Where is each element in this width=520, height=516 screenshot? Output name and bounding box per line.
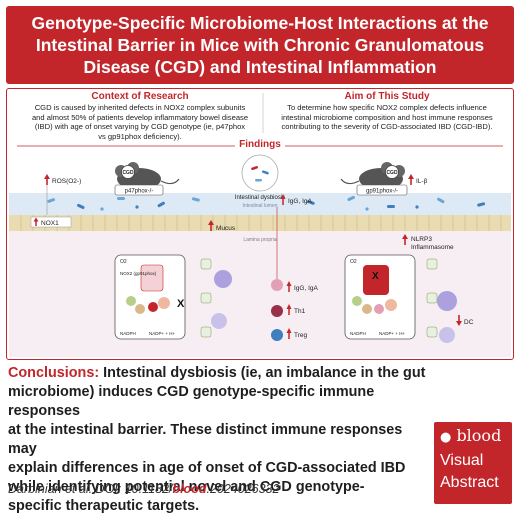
th1-up-arrow bbox=[286, 304, 292, 315]
title-line: Genotype-Specific Microbiome-Host Intera… bbox=[31, 13, 489, 33]
conclusion-line: at the intestinal barrier. These distinc… bbox=[8, 422, 403, 457]
nadph-label-left: NADPH bbox=[120, 331, 136, 336]
citation-suffix: .2024026332 bbox=[206, 482, 280, 496]
dysbiosis-icon bbox=[241, 154, 279, 192]
plasma-cell bbox=[271, 279, 283, 291]
context-line: CGD is caused by inherited defects in NO… bbox=[34, 103, 246, 112]
treg-up-arrow bbox=[286, 328, 292, 339]
igg-top-arrow bbox=[280, 194, 286, 205]
title-line: Disease (CGD) and Intestinal Inflammatio… bbox=[83, 57, 437, 77]
context-line: (IBD) with age of onset varying by CGD g… bbox=[34, 122, 246, 132]
conclusion: Conclusions: Intestinal dysbiosis (ie, a… bbox=[8, 364, 428, 516]
dc-label: DC bbox=[464, 319, 474, 326]
nadp-label-right: NADP+ + H+ bbox=[379, 331, 406, 336]
th1-label: Th1 bbox=[294, 308, 306, 315]
mouse-left: CGD bbox=[115, 162, 180, 190]
mouse-right: CGD bbox=[340, 162, 405, 190]
conclusion-lead: Conclusions: bbox=[8, 365, 100, 381]
context-line: and almost 50% of patients develop infla… bbox=[31, 112, 249, 122]
nox1-up-arrow bbox=[33, 217, 39, 226]
dysbiosis-label: Intestinal dysbiosis bbox=[235, 195, 285, 201]
citation-prefix: Darbinian et al. DOI: 10.1182/ bbox=[8, 482, 173, 496]
badge-line-2: Visual bbox=[440, 452, 484, 469]
page-title: Genotype-Specific Microbiome-Host Intera… bbox=[16, 12, 504, 78]
igg-iga-top-label: IgG, IgA bbox=[288, 198, 313, 205]
conclusion-line: explain differences in age of onset of C… bbox=[8, 460, 406, 476]
citation[interactable]: Darbinian et al. DOI: 10.1182/blood.2024… bbox=[8, 482, 279, 496]
mouse-right-label-box bbox=[356, 184, 408, 196]
nadp-label-left: NADP+ + H+ bbox=[149, 331, 176, 336]
blocked-x-right: X bbox=[372, 271, 379, 282]
aim-line: To determine how specific NOX2 complex d… bbox=[287, 103, 487, 112]
dendritic-cell bbox=[437, 291, 457, 311]
aim-section: Aim of This Study To determine how speci… bbox=[269, 91, 505, 132]
immune-cell-icons-right bbox=[426, 258, 455, 343]
nox2-box-left: X bbox=[114, 254, 186, 340]
il-beta-label: IL-β bbox=[416, 178, 428, 185]
context-line: vs gp91phox deficiency). bbox=[98, 131, 182, 141]
conclusion-line: Intestinal dysbiosis (ie, an imbalance i… bbox=[99, 365, 426, 381]
blood-drop-icon: ● bbox=[440, 430, 452, 445]
mouse-left-tag: CGD bbox=[122, 170, 134, 176]
bacteria bbox=[47, 195, 486, 211]
mouse-left-label: p47phox-/- bbox=[125, 189, 154, 195]
ros-label: ROS(O2-) bbox=[52, 178, 81, 185]
conclusion-line: specific therapeutic targets. bbox=[8, 498, 200, 514]
mucus-up-arrow bbox=[208, 220, 214, 231]
title-banner: Genotype-Specific Microbiome-Host Intera… bbox=[6, 6, 514, 84]
mouse-right-label: gp91phox-/- bbox=[366, 189, 398, 195]
mucus-label: Mucus bbox=[216, 225, 236, 232]
ros-up-arrow bbox=[44, 174, 50, 185]
lumen-label: Intestinal lumen bbox=[242, 203, 277, 209]
nox2-box-right: X bbox=[344, 254, 416, 340]
treg-label: Treg bbox=[294, 332, 308, 339]
igg-mid-arrow bbox=[286, 281, 292, 292]
nox1-label: NOX1 bbox=[41, 220, 59, 227]
badge-line-1: blood bbox=[456, 426, 502, 445]
nadph-label-right: NADPH bbox=[350, 331, 366, 336]
inflammasome-label: Inflammasome bbox=[411, 244, 454, 251]
context-heading: Context of Research bbox=[91, 91, 189, 102]
conclusion-line: microbiome) induces CGD genotype-specifi… bbox=[8, 384, 375, 419]
lamina-label: Lamina propria bbox=[243, 237, 277, 243]
epithelial-cells bbox=[20, 215, 502, 231]
intestinal-lumen bbox=[9, 193, 511, 215]
mouse-right-tag: CGD bbox=[386, 170, 398, 176]
mouse-left-label-box bbox=[114, 184, 164, 196]
blood-logo: ● blood bbox=[440, 426, 501, 445]
nlrp3-up-arrow bbox=[402, 234, 408, 245]
title-line: Intestinal Barrier in Mice with Chronic … bbox=[35, 35, 485, 55]
conclusion-line: while identifying potential novel and CG… bbox=[8, 479, 365, 495]
content-panel: Intestinal lumen Lamina propria bbox=[6, 88, 514, 360]
dc-down-arrow bbox=[456, 315, 462, 326]
epithelium-layer bbox=[9, 215, 511, 231]
nox2-label-left: NOX2 (gp91phox) bbox=[120, 271, 157, 276]
aim-heading: Aim of This Study bbox=[344, 91, 430, 102]
treg-cell bbox=[271, 329, 283, 341]
nox1-box bbox=[30, 216, 72, 228]
immune-cell-icons-left bbox=[200, 258, 232, 338]
o2-label-right: O2 bbox=[350, 259, 357, 265]
aim-line: contributing to the severity of CGD-asso… bbox=[281, 122, 493, 132]
findings-heading: Findings bbox=[239, 139, 281, 150]
badge-line-3: Abstract bbox=[440, 474, 499, 491]
citation-journal: blood bbox=[172, 482, 207, 496]
blocked-x-left: X bbox=[177, 298, 185, 310]
aim-line: intestinal microbiome composition and ho… bbox=[281, 112, 493, 122]
findings-diagram: Intestinal lumen Lamina propria bbox=[9, 93, 511, 357]
il-up-arrow bbox=[408, 174, 414, 185]
context-section: Context of Research CGD is caused by inh… bbox=[15, 91, 265, 141]
th1-cell bbox=[271, 305, 283, 317]
o2-label-left: O2 bbox=[120, 259, 127, 265]
igg-iga-mid-label: IgG, IgA bbox=[294, 285, 319, 292]
blood-visual-abstract-badge: ● blood Visual Abstract bbox=[434, 422, 512, 504]
nlrp3-label: NLRP3 bbox=[411, 236, 432, 243]
